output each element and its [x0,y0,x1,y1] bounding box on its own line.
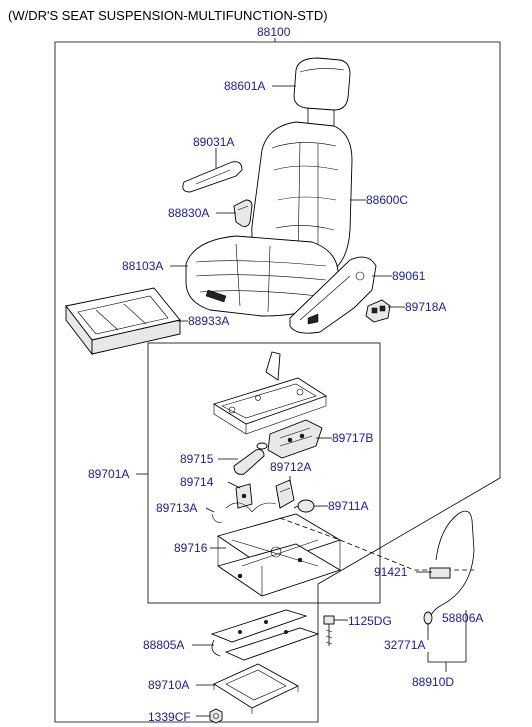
suspension-group-box [147,342,381,604]
label-88601A[interactable]: 88601A [224,79,265,93]
control-valve-part [267,419,323,459]
leader-89714 [227,481,241,489]
label-89031A[interactable]: 89031A [193,135,234,149]
label-88103A[interactable]: 88103A [122,259,163,273]
cushion-pad-part [65,287,181,356]
bracket-89714-part [235,483,253,509]
sensor-part [293,499,315,513]
slide-rail-part [210,609,320,661]
label-89715[interactable]: 89715 [180,452,214,466]
switch-part [365,299,391,323]
air-spring-part [233,442,268,475]
hose-clip-part [211,502,277,523]
bracket-88910D [427,652,466,663]
side-trim-part [182,161,243,193]
side-shield-part [289,256,377,334]
label-89711A[interactable]: 89711A [328,499,368,513]
seat-cushion-part [185,235,339,317]
base-plate-part [213,663,299,714]
label-88600C[interactable]: 88600C [366,193,408,207]
label-58806A[interactable]: 58806A [442,611,483,625]
label-89717B[interactable]: 89717B [332,431,373,445]
diagram-title: (W/DR'S SEAT SUSPENSION-MULTIFUNCTION-ST… [8,8,328,23]
connector-part [423,611,433,636]
label-88933A[interactable]: 88933A [188,314,229,328]
label-89718A[interactable]: 89718A [405,300,446,314]
label-89701A[interactable]: 89701A [88,467,129,481]
nut-1339CF-part [209,708,223,724]
label-89710A[interactable]: 89710A [148,678,189,692]
label-89714[interactable]: 89714 [180,475,214,489]
label-88100[interactable]: 88100 [257,25,291,39]
label-89061[interactable]: 89061 [392,269,426,283]
label-88830A[interactable]: 88830A [168,206,209,220]
assembly-border [54,41,501,723]
lower-frame-part [216,513,342,597]
label-1125DG[interactable]: 1125DG [348,614,392,628]
label-32771A[interactable]: 32771A [384,638,425,652]
headrest-part [293,57,351,126]
bolt-1125DG-part [323,615,335,646]
label-91421[interactable]: 91421 [374,565,408,579]
leader-89713A [205,507,215,513]
dashed-link-harness [339,539,474,571]
label-1339CF[interactable]: 1339CF [148,710,191,724]
label-88805A[interactable]: 88805A [143,638,184,652]
upper-frame-part [212,351,328,435]
bracket-89712A-part [275,479,295,509]
label-89713A[interactable]: 89713A [156,501,197,515]
label-89712A[interactable]: 89712A [270,460,311,474]
buckle-part [233,199,253,227]
wiring-harness-part [427,510,475,625]
label-89716[interactable]: 89716 [174,541,208,555]
dashed-link-frame [279,517,341,541]
label-88910D[interactable]: 88910D [412,675,454,689]
